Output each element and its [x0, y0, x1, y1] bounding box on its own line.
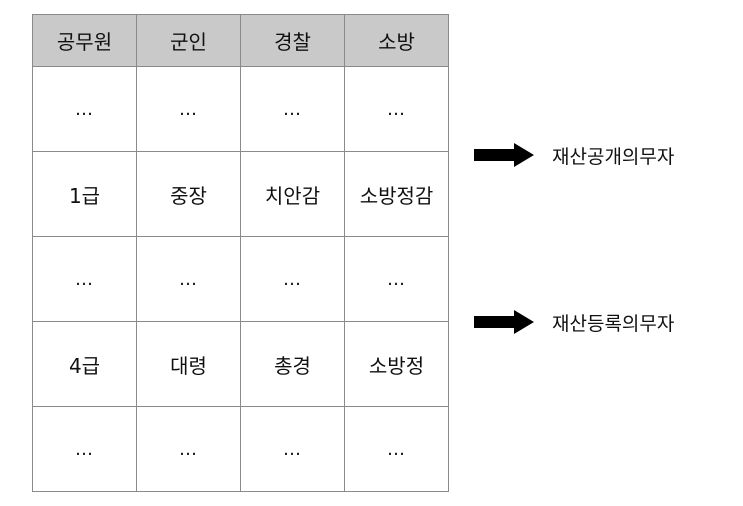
table-cell: …	[32, 66, 137, 152]
table-cell: 소방정감	[344, 151, 449, 237]
table-cell: …	[136, 406, 241, 492]
right-arrow-icon	[474, 310, 534, 334]
table-cell: …	[344, 66, 449, 152]
table-row: … … … …	[32, 236, 449, 322]
table-cell: …	[240, 236, 345, 322]
table-cell: 소방정	[344, 321, 449, 407]
table-cell: 치안감	[240, 151, 345, 237]
rank-equivalence-table: 공무원 군인 경찰 소방 … … … … 1급 중장 치안감 소방정감 … … …	[32, 14, 449, 492]
table-cell: …	[240, 66, 345, 152]
table-header-row: 공무원 군인 경찰 소방	[32, 14, 449, 67]
annotation-label: 재산공개의무자	[552, 145, 675, 168]
right-arrow-icon	[474, 143, 534, 167]
annotation-label: 재산등록의무자	[552, 312, 675, 335]
table-cell: …	[240, 406, 345, 492]
header-military: 군인	[136, 14, 241, 67]
header-fire: 소방	[344, 14, 449, 67]
header-civil-servant: 공무원	[32, 14, 137, 67]
table-cell: 4급	[32, 321, 137, 407]
table-row: 1급 중장 치안감 소방정감	[32, 151, 449, 237]
table-cell: …	[136, 236, 241, 322]
table-row: … … … …	[32, 66, 449, 152]
table-cell: 총경	[240, 321, 345, 407]
table-cell: …	[136, 66, 241, 152]
property-registration-annotation: 재산등록의무자	[474, 310, 675, 335]
table-cell: …	[344, 406, 449, 492]
table-cell: 중장	[136, 151, 241, 237]
table-row: … … … …	[32, 406, 449, 492]
table-cell: …	[32, 406, 137, 492]
header-police: 경찰	[240, 14, 345, 67]
table-cell: 1급	[32, 151, 137, 237]
property-disclosure-annotation: 재산공개의무자	[474, 143, 675, 168]
table-cell: 대령	[136, 321, 241, 407]
table-cell: …	[32, 236, 137, 322]
table-row: 4급 대령 총경 소방정	[32, 321, 449, 407]
table-cell: …	[344, 236, 449, 322]
